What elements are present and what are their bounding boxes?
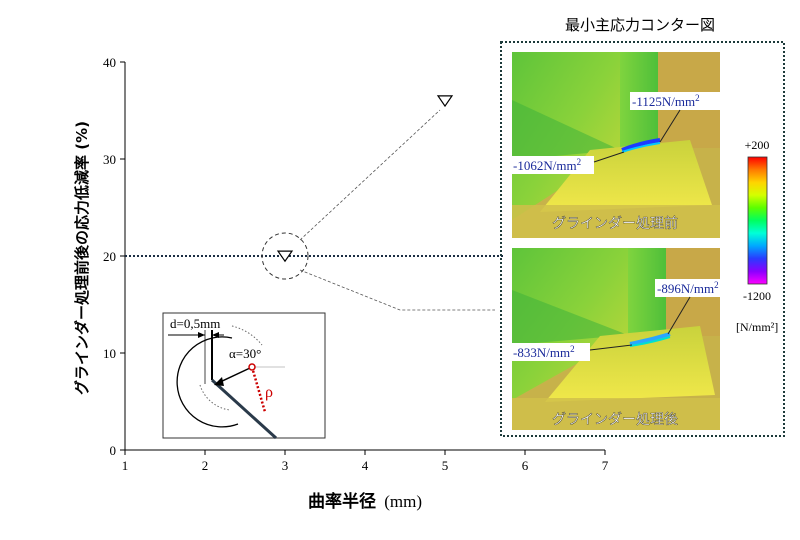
x-ticks: 1 2 3 4 5 6 7 xyxy=(122,450,609,473)
contour-caption-before: グラインダー処理前 xyxy=(552,215,678,232)
arc-dotted xyxy=(231,325,263,346)
before-label-left: -1062N/mm2 xyxy=(513,157,581,173)
data-points xyxy=(276,95,454,263)
arc-dotted-left xyxy=(199,384,231,411)
x-tick-label: 2 xyxy=(202,458,209,473)
colorbar xyxy=(747,156,768,285)
d-label: d=0,5mm xyxy=(170,316,220,331)
contour-image-after xyxy=(512,248,720,430)
y-axis-label: グラインダー処理前後の応力低減率 (%) xyxy=(73,121,91,395)
x-tick-label: 4 xyxy=(362,458,369,473)
arc-curve xyxy=(176,336,239,428)
colorbar-unit-label: [N/mm²] xyxy=(736,320,778,334)
after-label-left: -833N/mm2 xyxy=(513,344,575,360)
plate-diagonal xyxy=(210,378,278,440)
d-arrow-right xyxy=(212,332,219,338)
after-label-top: -896N/mm2 xyxy=(657,280,719,296)
x-axis-label: 曲率半径 (mm) xyxy=(308,491,422,512)
y-tick-label: 30 xyxy=(103,152,116,167)
y-ticks: 0 10 20 30 40 xyxy=(103,55,125,458)
chart-axes: 1 2 3 4 5 6 7 0 10 20 30 40 xyxy=(103,55,609,473)
colorbar-max-label: +200 xyxy=(745,138,770,152)
highlight-circle xyxy=(261,232,309,280)
data-point-1 xyxy=(436,95,454,108)
before-label-left-box xyxy=(512,156,594,174)
y-tick-label: 0 xyxy=(110,443,117,458)
contour-frame xyxy=(500,41,785,437)
y-tick-label: 20 xyxy=(103,249,116,264)
alpha-arrow xyxy=(217,367,251,384)
after-leader-top xyxy=(667,296,691,335)
before-leader-top xyxy=(659,109,681,143)
before-label-top: -1125N/mm2 xyxy=(632,93,700,109)
center-point xyxy=(248,363,256,371)
after-label-left-box xyxy=(512,343,590,361)
after-leader-left xyxy=(589,344,633,351)
x-tick-label: 6 xyxy=(522,458,529,473)
data-point-0 xyxy=(276,250,294,263)
before-label-top-box xyxy=(630,92,722,110)
after-label-top-box xyxy=(655,279,735,297)
colorbar-min-label: -1200 xyxy=(743,289,771,303)
x-tick-label: 7 xyxy=(602,458,609,473)
connector-upper xyxy=(299,109,441,241)
x-tick-label: 1 xyxy=(122,458,129,473)
d-arrow-left xyxy=(198,332,205,338)
contour-image-before xyxy=(512,52,720,238)
before-leader-left xyxy=(593,151,625,163)
alpha-arrowhead xyxy=(214,377,224,386)
inset-frame xyxy=(162,312,326,439)
rho-label: ρ xyxy=(265,384,273,401)
x-tick-label: 5 xyxy=(442,458,449,473)
alpha-label: α=30° xyxy=(229,346,261,361)
y-tick-label: 10 xyxy=(103,346,116,361)
y-tick-label: 40 xyxy=(103,55,116,70)
inset-diagram: d=0,5mm α=30° ρ xyxy=(162,312,326,440)
contour-caption-after: グラインダー処理後 xyxy=(552,412,678,428)
contour-title: 最小主応力コンター図 xyxy=(565,16,715,34)
x-tick-label: 3 xyxy=(282,458,289,473)
connector-lower xyxy=(299,269,495,311)
